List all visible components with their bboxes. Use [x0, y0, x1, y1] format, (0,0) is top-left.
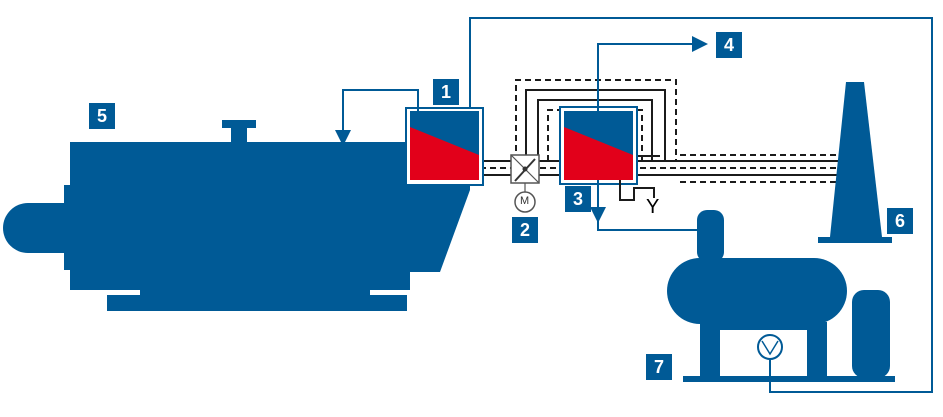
feedwater-tank: [667, 210, 895, 382]
side-vessel: [852, 290, 890, 378]
steam-nozzle: [231, 128, 247, 143]
water-lines: [469, 17, 933, 393]
boiler-shell: [70, 142, 470, 290]
boiler-base: [107, 295, 407, 311]
motor-symbol-text: M: [520, 195, 530, 207]
tank-support-left: [700, 322, 720, 378]
steam-nozzle-flange: [222, 120, 256, 128]
economizer: [405, 107, 484, 186]
label-economizer: 1: [433, 79, 459, 105]
burner-cap: [3, 203, 53, 253]
flue-gas-duct-dashed: [480, 79, 840, 183]
condenser-hot-zone: [564, 127, 633, 180]
chimney: [818, 82, 892, 243]
pump-icon: [757, 334, 783, 360]
feedwater-loop: [335, 89, 419, 146]
chimney-body: [830, 82, 882, 237]
condensing-heat-exchanger: [559, 106, 638, 185]
label-damper: 2: [512, 217, 538, 243]
label-deaerator: 7: [646, 354, 672, 380]
burner-flange: [64, 185, 74, 270]
boiler-legs: [140, 290, 370, 296]
flue-gas-duct: [480, 89, 840, 176]
bypass-damper: [510, 154, 540, 213]
chimney-base: [818, 237, 892, 243]
economizer-hot-zone: [410, 127, 479, 180]
motor-icon: [514, 191, 536, 213]
label-water-inlet: 4: [716, 32, 742, 58]
label-chimney: 6: [887, 208, 913, 234]
tank-support-right: [807, 322, 827, 378]
tank-base: [683, 376, 895, 382]
drain-symbol-text: Y: [646, 196, 660, 218]
label-boiler: 5: [89, 103, 115, 129]
tank-dome: [697, 210, 724, 262]
tank-crossbar: [700, 322, 827, 330]
label-condenser: 3: [565, 186, 591, 212]
steam-boiler: [3, 120, 470, 311]
tank-shell: [667, 258, 847, 324]
condensate-drain: [619, 180, 655, 201]
